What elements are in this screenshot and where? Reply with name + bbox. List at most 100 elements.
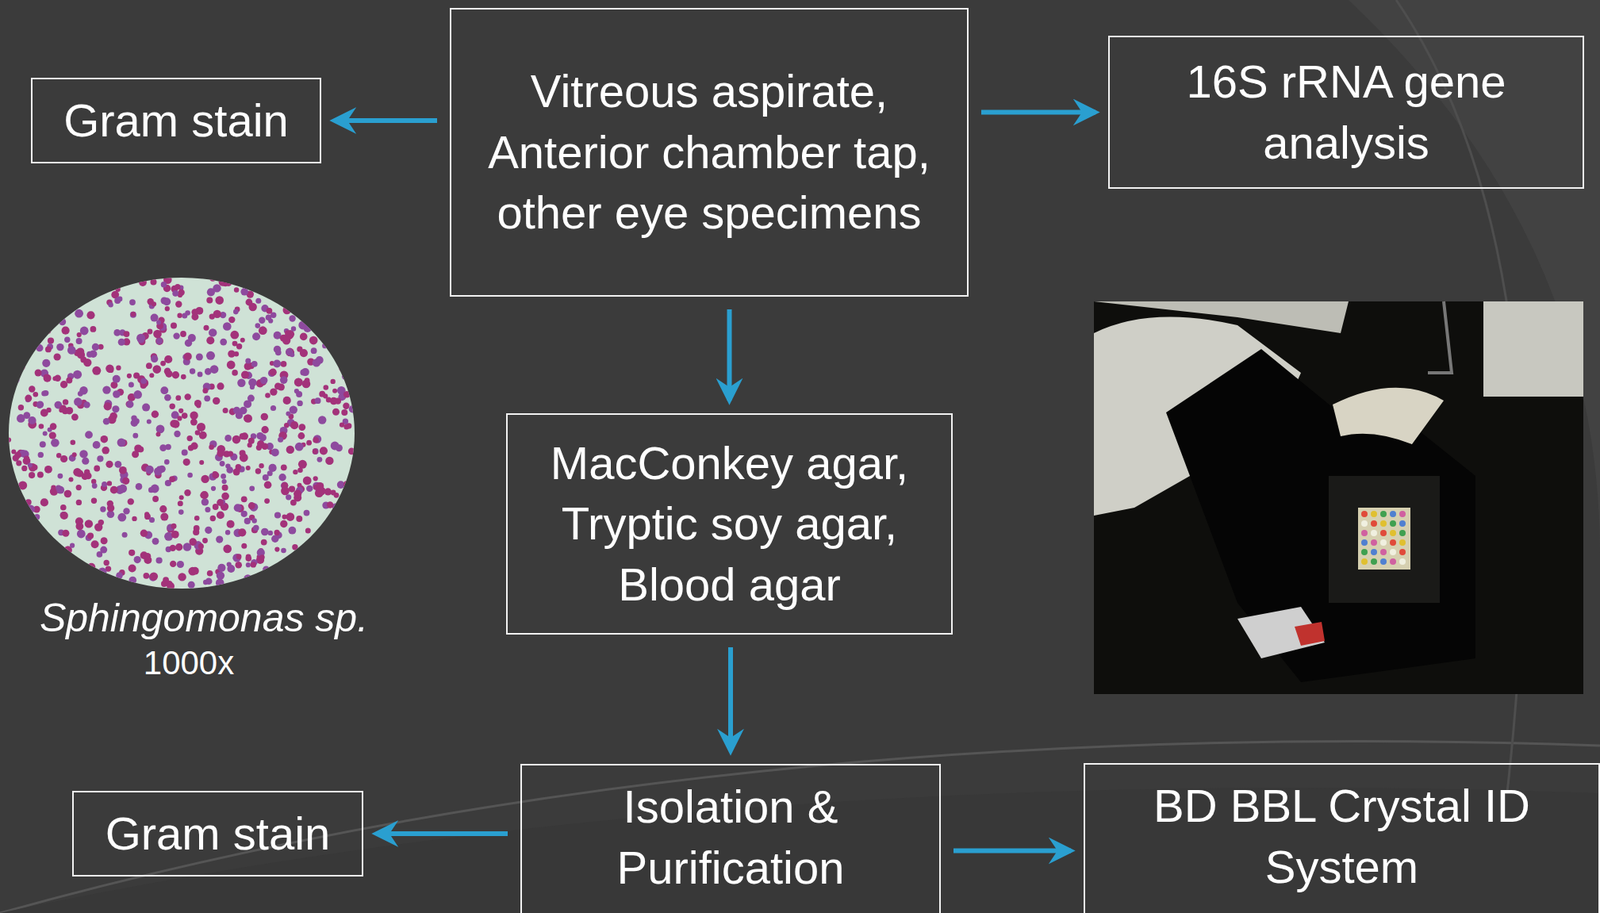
process-box: Gram stain xyxy=(72,790,364,877)
bacterium-cell xyxy=(122,507,130,515)
bacterium-cell xyxy=(49,432,57,440)
bacterium-cell xyxy=(30,578,37,584)
bacterium-cell xyxy=(187,435,193,442)
bacterium-cell xyxy=(322,393,328,399)
panel-well xyxy=(1361,558,1368,565)
bacterium-cell xyxy=(144,552,151,560)
bacterium-cell xyxy=(268,464,277,472)
background-arc xyxy=(0,741,1600,913)
bacterium-cell xyxy=(39,441,47,448)
bacterium-cell xyxy=(274,529,281,536)
bacterium-cell xyxy=(221,492,230,501)
bacterium-cell xyxy=(324,339,330,346)
bacterium-cell xyxy=(72,277,79,284)
bacterium-cell xyxy=(305,287,314,296)
bacterium-cell xyxy=(321,583,327,589)
bacterium-cell xyxy=(280,360,288,368)
bacterium-cell xyxy=(271,535,279,543)
bacterium-cell xyxy=(99,546,108,554)
bacterium-cell xyxy=(153,364,162,374)
instrument-photo xyxy=(1093,301,1584,695)
reader-body xyxy=(1166,349,1476,683)
bacterium-cell xyxy=(127,498,135,505)
bacterium-cell xyxy=(293,490,302,499)
bacterium-cell xyxy=(129,576,138,585)
bacterium-cell xyxy=(103,560,110,566)
bacterium-cell xyxy=(326,287,335,296)
bacterium-cell xyxy=(348,508,357,517)
bacterium-cell xyxy=(40,498,49,507)
panel-well xyxy=(1399,510,1406,518)
magnification-label: 1000x xyxy=(143,644,235,683)
bacterium-cell xyxy=(7,558,14,565)
bacterium-cell xyxy=(343,309,351,317)
bacterium-cell xyxy=(199,492,206,499)
bacterium-cell xyxy=(175,300,182,307)
bacterium-cell xyxy=(347,351,356,360)
bacterium-cell xyxy=(263,291,269,297)
microscope-field xyxy=(8,277,355,589)
reader-lid xyxy=(1332,387,1444,445)
bacterium-cell xyxy=(295,391,303,398)
bacterium-cell xyxy=(128,549,135,557)
bacterium-cell xyxy=(92,483,98,489)
bacterium-cell xyxy=(70,575,78,583)
bacterium-cell xyxy=(19,364,26,371)
bacterium-cell xyxy=(72,452,77,457)
bacterium-cell xyxy=(233,309,239,315)
bacterium-cell xyxy=(289,352,295,357)
panel-well xyxy=(1361,539,1368,546)
bacterium-cell xyxy=(190,442,198,450)
bacterium-cell xyxy=(322,343,328,350)
bacterium-cell xyxy=(76,484,82,491)
bacterium-cell xyxy=(222,322,232,331)
bacterium-cell xyxy=(16,327,25,336)
bacterium-cell xyxy=(103,402,112,411)
bacterium-cell xyxy=(171,420,180,429)
bacterium-cell xyxy=(199,460,204,465)
bacterium-cell xyxy=(91,540,100,549)
bacterium-cell xyxy=(118,466,127,475)
bacterium-cell xyxy=(208,445,215,451)
bacterium-cell xyxy=(283,306,292,315)
bacterium-cell xyxy=(130,311,137,319)
bacterium-cell xyxy=(336,281,345,290)
flow-arrow xyxy=(333,118,438,123)
bacterium-cell xyxy=(28,385,35,392)
bacterium-cell xyxy=(76,337,83,345)
bacterium-cell xyxy=(207,570,214,577)
bacterium-cell xyxy=(240,287,249,296)
bacterium-cell xyxy=(31,583,39,591)
bacterium-cell xyxy=(264,481,273,490)
bacterium-cell xyxy=(107,504,115,512)
bacterium-cell xyxy=(81,472,89,480)
bacterium-cell xyxy=(79,449,88,458)
bacterium-cell xyxy=(332,388,338,394)
bacterium-cell xyxy=(338,363,348,373)
bacterium-cell xyxy=(325,456,334,465)
bacterium-cell xyxy=(22,544,30,552)
bacterium-cell xyxy=(55,575,62,581)
bacterium-cell xyxy=(69,477,74,483)
bacterium-cell xyxy=(311,287,319,296)
bacterium-cell xyxy=(84,430,93,439)
bacterium-cell xyxy=(343,423,350,430)
bacterium-cell xyxy=(288,314,296,322)
bacterium-cell xyxy=(28,336,36,344)
bacterium-cell xyxy=(14,452,21,459)
bacterium-cell xyxy=(211,486,216,492)
bacterium-cell xyxy=(296,400,303,407)
bacterium-cell xyxy=(172,371,180,379)
bacterium-cell xyxy=(258,326,268,335)
bacterium-cell xyxy=(47,337,54,344)
bacterium-cell xyxy=(50,485,56,491)
bacterium-cell xyxy=(205,578,213,586)
bacterium-cell xyxy=(314,551,321,558)
bacterium-cell xyxy=(289,558,299,568)
bacterium-cell xyxy=(188,333,196,342)
bacterium-cell xyxy=(64,490,73,499)
bacterium-cell xyxy=(33,391,39,398)
box-text: MacConkey agar, Tryptic soy agar, Blood … xyxy=(525,433,934,616)
bacterium-cell xyxy=(325,280,334,289)
panel-well xyxy=(1361,548,1368,556)
